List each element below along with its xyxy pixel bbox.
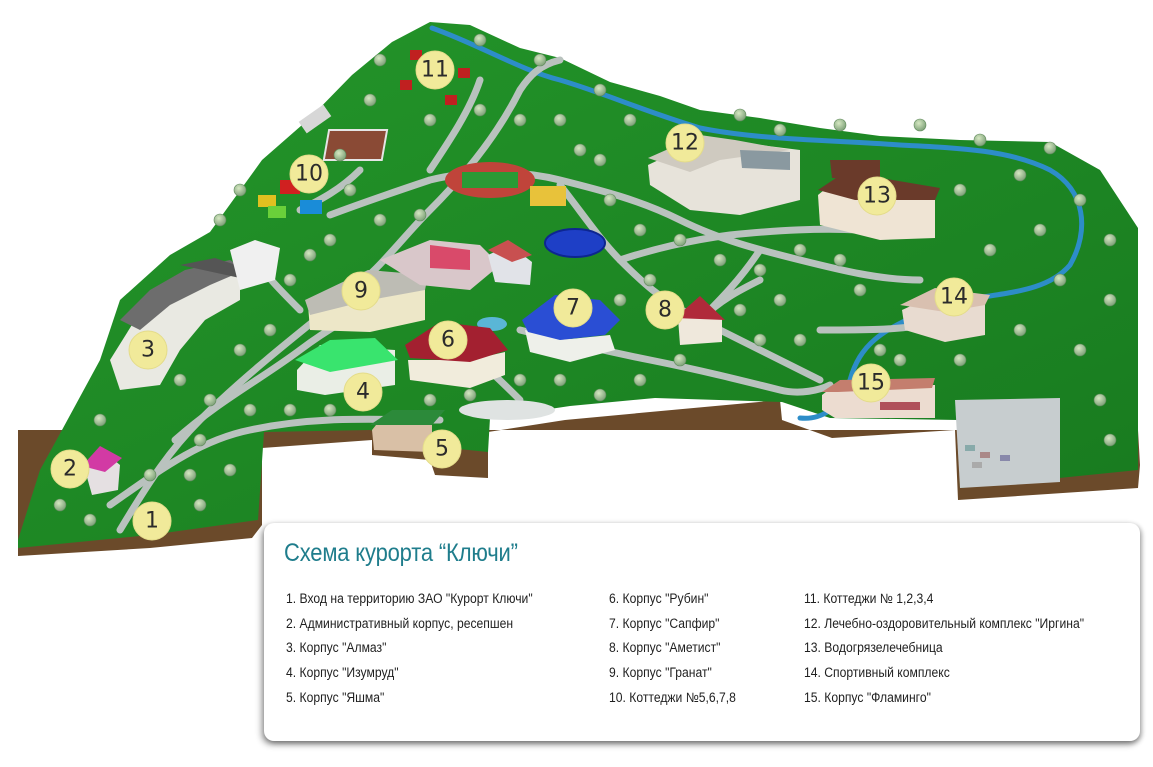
stadium-field: [462, 172, 518, 188]
marker-8-label: 8: [658, 298, 672, 323]
marker-2[interactable]: 2: [50, 449, 90, 489]
marker-13-label: 13: [863, 184, 891, 209]
marker-10[interactable]: 10: [289, 154, 329, 194]
marker-1-label: 1: [145, 509, 159, 534]
marker-7-label: 7: [566, 296, 580, 321]
parking-lot: [955, 398, 1060, 488]
marker-8[interactable]: 8: [645, 290, 685, 330]
legend-item-7: 7. Корпус "Сапфир": [609, 615, 720, 631]
sport-ground: [530, 186, 566, 206]
legend-item-13: 13. Водогрязелечебница: [804, 640, 943, 656]
legend-column-1: 1. Вход на территорию ЗАО "Курорт Ключи"…: [286, 587, 560, 710]
marker-7[interactable]: 7: [553, 288, 593, 328]
marker-6[interactable]: 6: [428, 320, 468, 360]
circular-pavilion: [544, 228, 606, 258]
legend-item-10: 10. Коттеджи №5,6,7,8: [609, 689, 736, 705]
legend-item-4: 4. Корпус "Изумруд": [286, 665, 399, 681]
marker-11[interactable]: 11: [415, 50, 455, 90]
legend-item-3: 3. Корпус "Алмаз": [286, 640, 387, 656]
map-title: Схема курорта “Ключи”: [284, 539, 518, 567]
terrain-soil-edge: [18, 400, 1140, 556]
legend-item-9: 9. Корпус "Гранат": [609, 665, 712, 681]
legend-item-15: 15. Корпус "Фламинго": [804, 689, 931, 705]
marker-1[interactable]: 1: [132, 501, 172, 541]
legend-item-12: 12. Лечебно-оздоровительный комплекс "Ир…: [804, 615, 1085, 631]
marker-5-label: 5: [435, 437, 449, 462]
marker-10-label: 10: [295, 162, 323, 187]
marker-12-label: 12: [671, 131, 699, 156]
marker-9[interactable]: 9: [341, 271, 381, 311]
marker-15[interactable]: 15: [851, 363, 891, 403]
legend-item-1: 1. Вход на территорию ЗАО "Курорт Ключи": [286, 591, 533, 606]
marker-14[interactable]: 14: [934, 277, 974, 317]
marker-11-label: 11: [421, 58, 449, 83]
legend-column-3: 11. Коттеджи № 1,2,3,4 12. Лечебно-оздор…: [804, 587, 1115, 710]
legend-item-8: 8. Корпус "Аметист": [609, 640, 721, 656]
marker-3-label: 3: [141, 338, 155, 363]
marker-2-label: 2: [63, 457, 77, 482]
marker-6-label: 6: [441, 328, 455, 353]
parked-cars: [965, 445, 1010, 468]
legend-column-2: 6. Корпус "Рубин" 7. Корпус "Сапфир" 8. …: [609, 587, 750, 710]
marker-5[interactable]: 5: [422, 429, 462, 469]
legend-item-2: 2. Административный корпус, ресепшен: [286, 615, 514, 631]
legend-item-11: 11. Коттеджи № 1,2,3,4: [804, 591, 934, 606]
marker-13[interactable]: 13: [857, 176, 897, 216]
marker-3[interactable]: 3: [128, 330, 168, 370]
map-markers: 1 2 3 4 5 6 7 8: [50, 50, 974, 541]
marker-4-label: 4: [356, 380, 370, 405]
marker-15-label: 15: [857, 371, 885, 396]
marker-12[interactable]: 12: [665, 123, 705, 163]
legend-panel: Схема курорта “Ключи” 1. Вход на террито…: [264, 523, 1140, 741]
marker-4[interactable]: 4: [343, 372, 383, 412]
marker-14-label: 14: [940, 285, 968, 310]
legend-item-5: 5. Корпус "Яшма": [286, 689, 385, 705]
legend-item-6: 6. Корпус "Рубин": [609, 591, 709, 606]
marker-9-label: 9: [354, 279, 368, 304]
trees: [53, 33, 1117, 527]
legend-item-14: 14. Спортивный комплекс: [804, 665, 950, 681]
playground: [459, 400, 555, 420]
tennis-court: [322, 129, 389, 161]
